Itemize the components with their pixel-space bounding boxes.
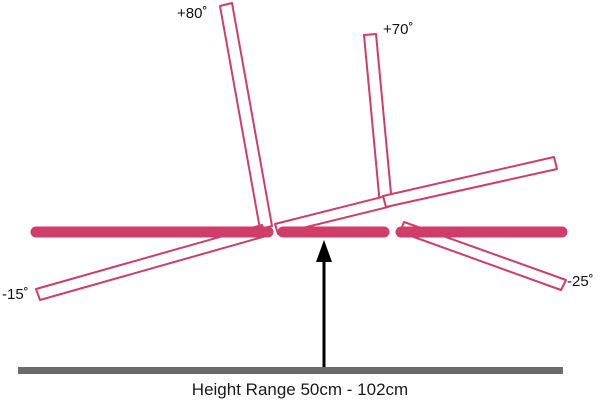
height-arrow bbox=[316, 240, 332, 370]
backrest-80-outline bbox=[219, 2, 273, 230]
angle-label-plus-80: +80˚ bbox=[177, 5, 207, 22]
angle-label-minus-25: -25˚ bbox=[567, 273, 594, 290]
arrow-head bbox=[316, 240, 332, 262]
floor-line bbox=[18, 367, 563, 374]
leg-raised-outline bbox=[382, 156, 558, 208]
angle-label-plus-70: +70˚ bbox=[383, 21, 413, 38]
height-range-caption: Height Range 50cm - 102cm bbox=[192, 380, 408, 399]
leg-down-outline bbox=[399, 221, 567, 291]
alternate-positions bbox=[35, 2, 567, 301]
backrest-70-outline bbox=[363, 33, 393, 206]
angle-label-minus-15: -15˚ bbox=[2, 286, 29, 303]
